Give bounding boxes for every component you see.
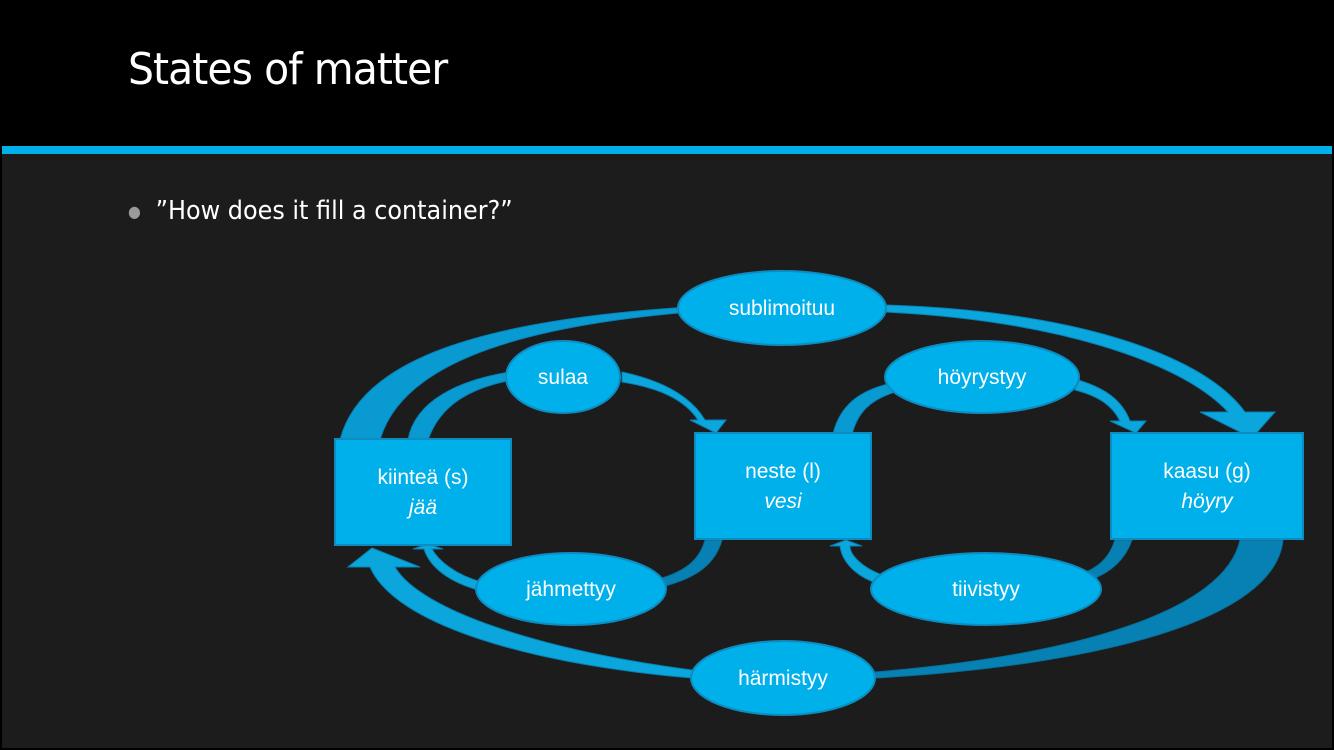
state-label-liquid: neste (l)	[745, 460, 821, 483]
transition-label-vaporization: höyrystyy	[938, 366, 1027, 389]
transition-freezing: jähmettyy	[475, 552, 667, 626]
bullet-text: ”How does it fill a container?”	[155, 196, 513, 226]
state-example-solid: jää	[406, 496, 437, 519]
transition-label-melting: sulaa	[538, 366, 589, 389]
transition-deposition: härmistyy	[690, 640, 876, 716]
state-label-solid: kiinteä (s)	[377, 466, 468, 489]
transition-vaporization: höyrystyy	[884, 340, 1080, 414]
state-example-liquid: vesi	[764, 490, 803, 513]
state-node-gas: kaasu (g) höyry	[1110, 432, 1304, 540]
transition-condensation: tiivistyy	[870, 552, 1102, 626]
state-example-gas: höyry	[1181, 490, 1234, 513]
state-node-solid: kiinteä (s) jää	[334, 438, 512, 546]
slide-title: States of matter	[128, 44, 448, 95]
slide-header: States of matter	[0, 0, 1334, 146]
transition-label-deposition: härmistyy	[738, 667, 828, 690]
bullet-dot-icon: ●	[128, 202, 141, 221]
transition-label-sublimation: sublimoituu	[729, 297, 835, 320]
state-label-gas: kaasu (g)	[1163, 460, 1251, 483]
state-node-liquid: neste (l) vesi	[694, 432, 872, 540]
transition-label-freezing: jähmettyy	[525, 578, 616, 601]
accent-stripe	[2, 146, 1332, 154]
transition-label-condensation: tiivistyy	[952, 578, 1020, 601]
bullet-item: ● ”How does it fill a container?”	[128, 196, 513, 226]
transition-sublimation: sublimoituu	[677, 270, 887, 346]
transition-melting: sulaa	[505, 340, 621, 414]
